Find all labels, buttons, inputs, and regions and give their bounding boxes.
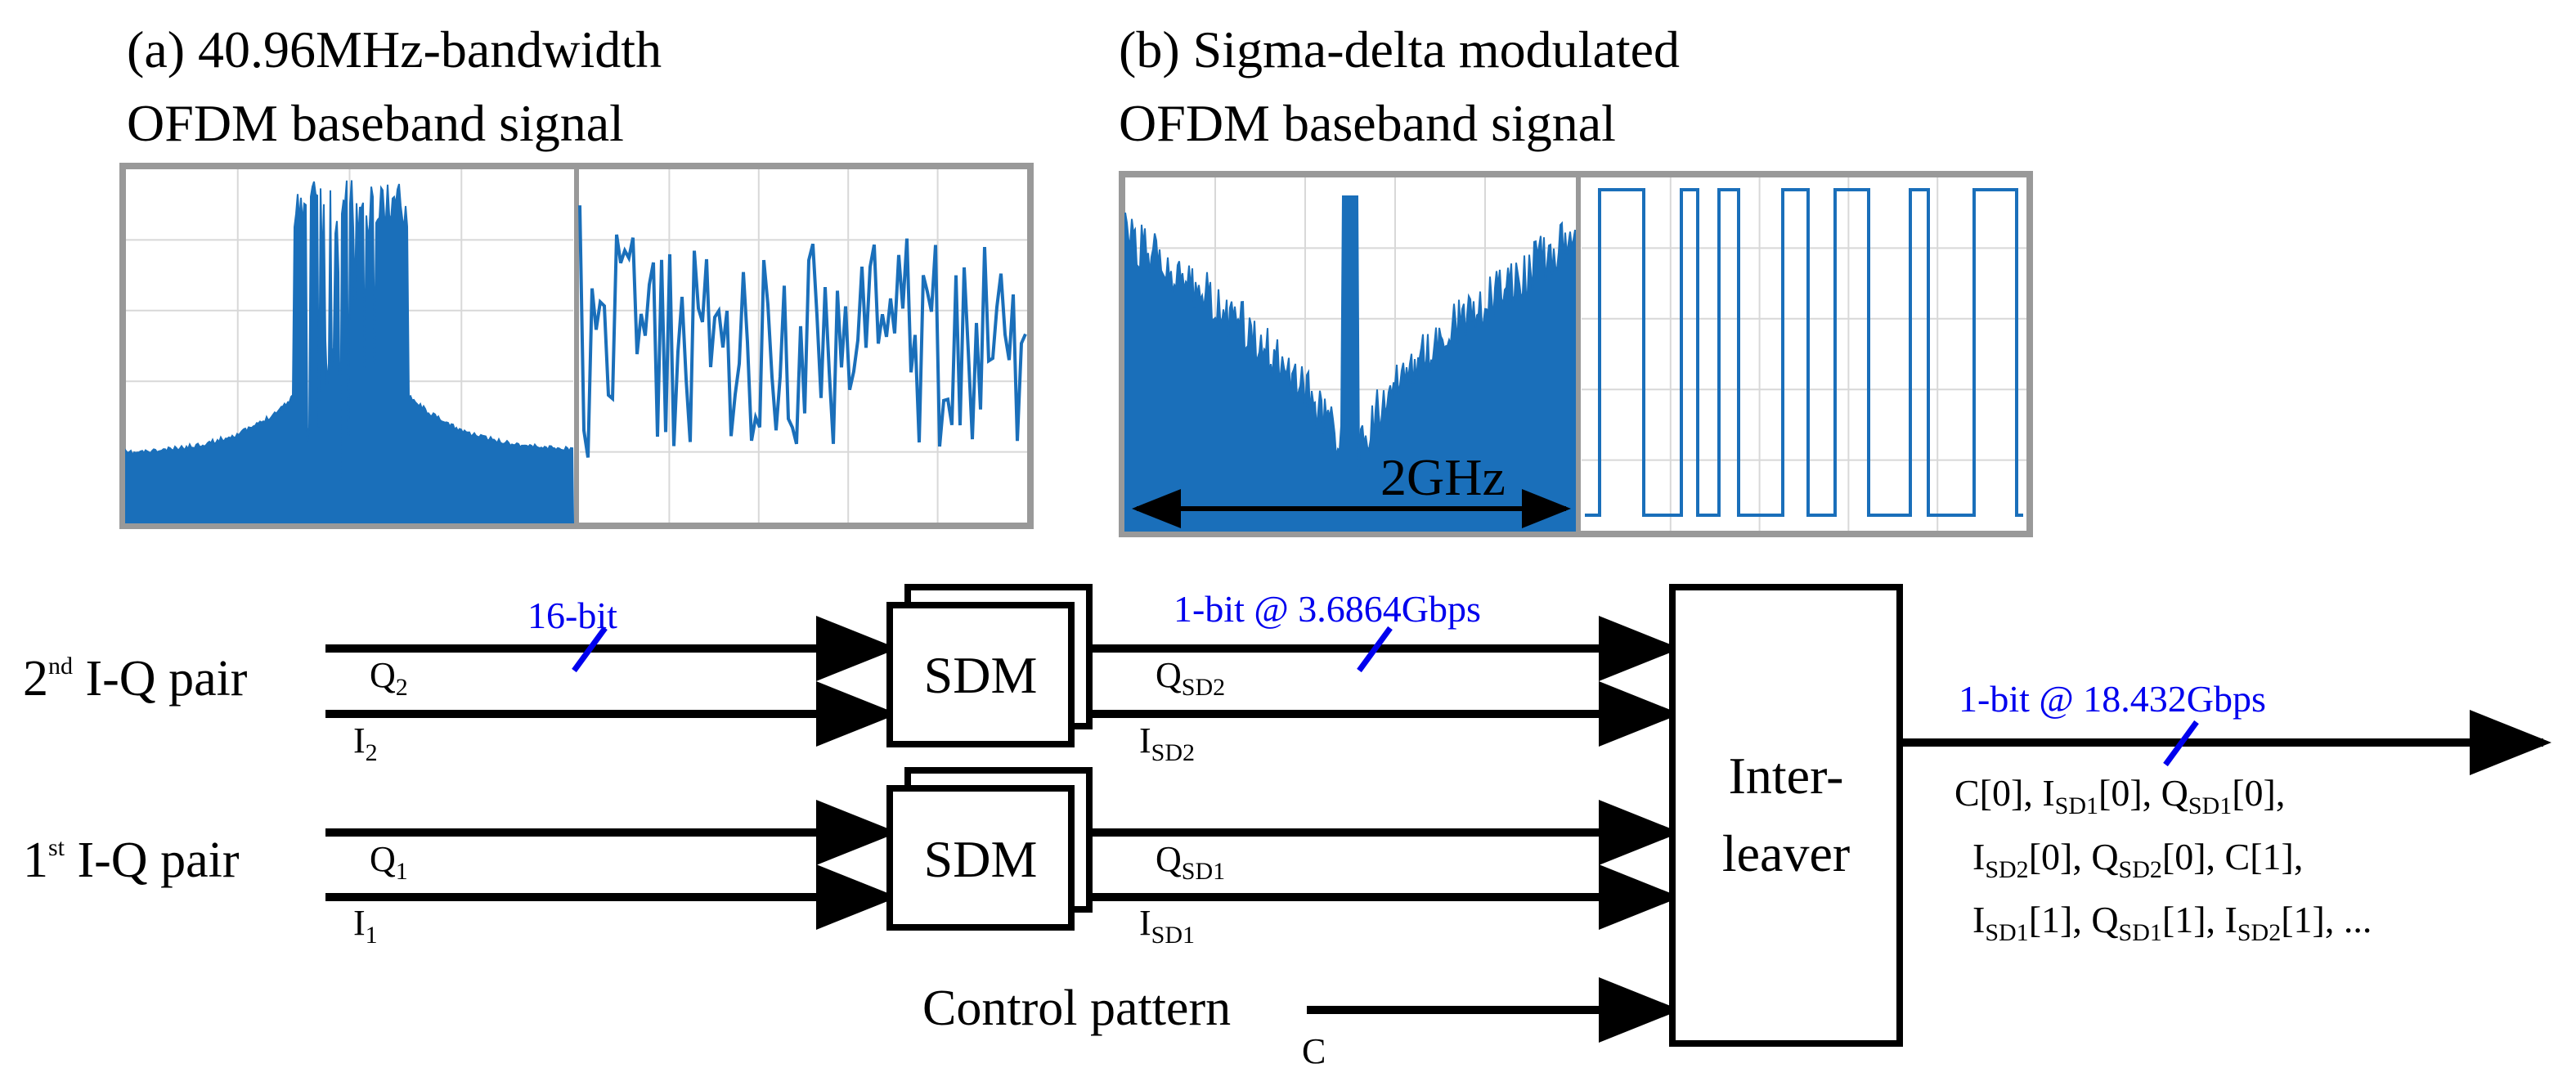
output-sequence-part: SD1 <box>2188 792 2232 819</box>
output-sequence-part: SD2 <box>1985 856 2028 883</box>
pair-1-input-lines <box>325 800 898 930</box>
pair-2-input-lines <box>325 616 898 747</box>
q2-label: Q2 <box>370 655 408 701</box>
output-sequence-line2: ISD2[0], QSD2[0], C[1], <box>1972 836 2303 883</box>
sdm-1-label: SDM <box>924 830 1038 888</box>
sdm-2-front <box>886 602 1075 747</box>
sdm-1-front <box>886 785 1075 931</box>
bus-width-slash <box>572 626 608 673</box>
control-pattern-label: Control pattern <box>922 981 1231 1036</box>
interleaver-block <box>1669 584 1903 1047</box>
sdm-output-lines <box>1089 616 1681 930</box>
output-sequence-part: SD1 <box>1985 919 2028 946</box>
sdm-bus-slash <box>1357 626 1393 673</box>
panel-a-plots <box>119 163 1034 529</box>
sdm-block-pair-2: SDM <box>886 584 1093 747</box>
input-width-label: 16-bit <box>527 595 617 636</box>
sdm-rate-label: 1-bit @ 3.6864Gbps <box>1174 588 1481 630</box>
panel-b-title-line2: OFDM baseband signal <box>1119 94 1616 152</box>
pair-2-label: 2nd I-Q pair <box>23 651 248 707</box>
output-sequence-part: I <box>1972 836 1985 877</box>
q1-label: Q1 <box>370 839 408 885</box>
output-sequence-part: C[0], I <box>1954 772 2055 814</box>
panel-a-title-line2: OFDM baseband signal <box>127 94 624 152</box>
panel-a-title-line1: (a) 40.96MHz-bandwidth <box>127 20 662 79</box>
isd1-label: ISD1 <box>1139 903 1195 949</box>
panel-b-title-line1: (b) Sigma-delta modulated <box>1119 20 1680 79</box>
output-sequence-part: SD1 <box>2055 792 2098 819</box>
output-sequence-part: [0], <box>2232 772 2285 814</box>
i1-label: I1 <box>353 903 378 949</box>
output-bus-slash <box>2163 720 2199 767</box>
qsd1-label: QSD1 <box>1156 839 1225 885</box>
i2-label: I2 <box>353 720 378 766</box>
panel-b-waveform-grid <box>1582 177 2026 531</box>
interleaver-label-line2: leaver <box>1722 824 1850 882</box>
output-sequence-part: [1], Q <box>2029 899 2119 940</box>
interleaver-label-line1: Inter- <box>1729 747 1844 805</box>
sdm-2-label: SDM <box>924 646 1038 704</box>
output-sequence-part: [1], ... <box>2281 899 2372 940</box>
panel-a-spectrum-trace <box>125 180 575 523</box>
panel-b-plots: 2GHz <box>1119 171 2033 537</box>
panel-a-waveform-trace <box>578 205 1027 458</box>
qsd2-label: QSD2 <box>1156 655 1225 701</box>
panel-b-waveform-trace <box>1585 188 2023 517</box>
sdm-block-pair-1: SDM <box>886 767 1093 931</box>
panel-b-spectrum-trace <box>1124 195 1576 532</box>
output-sequence-part: [0], Q <box>2098 772 2188 814</box>
output-sequence-part: [0], Q <box>2029 836 2119 877</box>
output-sequence-part: [0], C[1], <box>2162 836 2303 877</box>
output-rate-label: 1-bit @ 18.432Gbps <box>1959 678 2266 720</box>
output-sequence-part: I <box>1972 899 1985 940</box>
output-sequence-part: [1], I <box>2162 899 2237 940</box>
output-sequence-part: SD2 <box>2237 919 2281 946</box>
output-sequence-line3: ISD1[1], QSD1[1], ISD2[1], ... <box>1972 899 2372 946</box>
output-sequence-part: SD2 <box>2119 856 2162 883</box>
isd2-label: ISD2 <box>1139 720 1195 766</box>
control-signal-label: C <box>1302 1031 1326 1071</box>
output-sequence-line1: C[0], ISD1[0], QSD1[0], <box>1954 772 2285 819</box>
output-sequence-part: SD1 <box>2119 919 2162 946</box>
bandwidth-label: 2GHz <box>1380 448 1506 506</box>
pair-1-label: 1st I-Q pair <box>23 832 240 888</box>
